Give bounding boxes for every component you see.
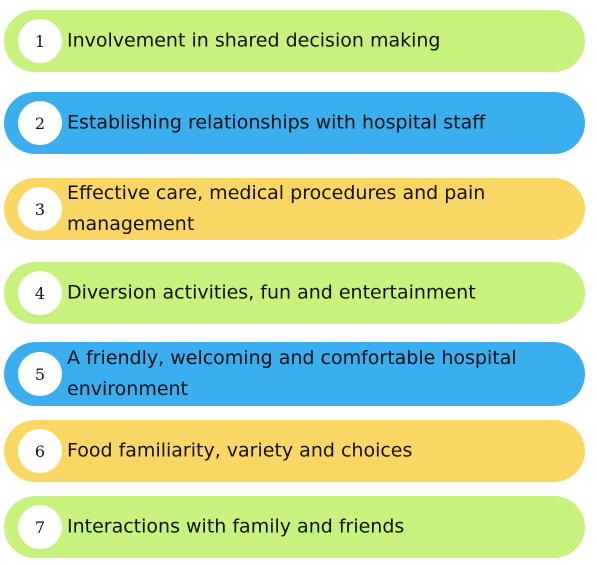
numbered-list: 1 Involvement in shared decision making … — [4, 10, 585, 558]
number-badge: 6 — [18, 429, 62, 473]
number-badge: 2 — [18, 101, 62, 145]
item-label: Food familiarity, variety and choices — [67, 439, 413, 462]
item-label: Involvement in shared decision making — [67, 29, 441, 52]
number-badge: 4 — [18, 271, 62, 315]
list-item-4: 4 Diversion activities, fun and entertai… — [4, 262, 585, 324]
list-item-6: 6 Food familiarity, variety and choices — [4, 420, 585, 482]
number-badge: 7 — [18, 505, 62, 549]
list-item-2: 2 Establishing relationships with hospit… — [4, 92, 585, 154]
item-label: Establishing relationships with hospital… — [67, 111, 486, 134]
item-label: Diversion activities, fun and entertainm… — [67, 281, 476, 304]
item-label: Effective care, medical procedures and p… — [67, 182, 486, 235]
item-label: A friendly, welcoming and comfortable ho… — [67, 347, 517, 400]
number-badge: 3 — [18, 187, 62, 231]
list-item-7: 7 Interactions with family and friends — [4, 496, 585, 558]
list-item-3: 3 Effective care, medical procedures and… — [4, 178, 585, 240]
list-item-5: 5 A friendly, welcoming and comfortable … — [4, 342, 585, 406]
number-badge: 1 — [18, 19, 62, 63]
list-item-1: 1 Involvement in shared decision making — [4, 10, 585, 72]
number-badge: 5 — [18, 352, 62, 396]
item-label: Interactions with family and friends — [67, 515, 405, 538]
